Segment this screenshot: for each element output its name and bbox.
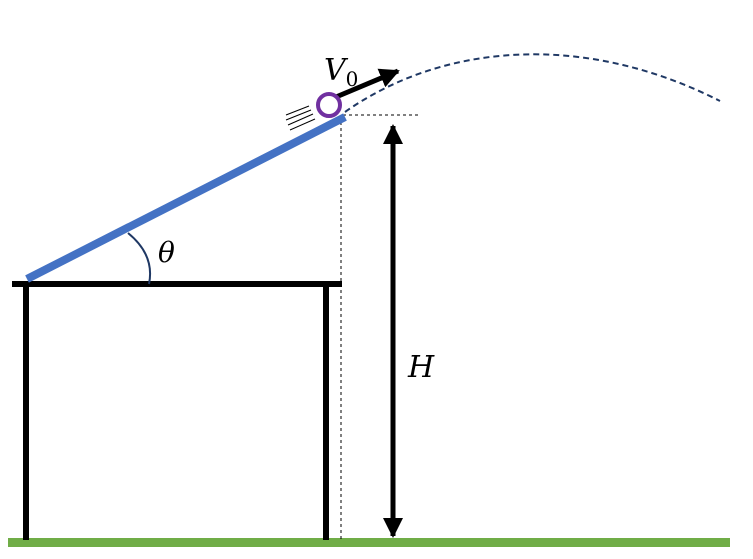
- motion-lines-icon: [285, 105, 316, 131]
- table: [12, 281, 342, 540]
- ball: [316, 92, 342, 118]
- height-label: H: [407, 350, 435, 385]
- angle-label: θ: [158, 236, 175, 269]
- ramp: [25, 113, 347, 283]
- angle-arc: [127, 232, 151, 285]
- velocity-label-subscript: 0: [346, 67, 359, 91]
- velocity-label: V0: [324, 53, 358, 91]
- ground: [8, 538, 730, 547]
- velocity-arrow: [335, 68, 400, 100]
- velocity-label-main: V: [324, 53, 349, 88]
- trajectory-path: [344, 53, 721, 113]
